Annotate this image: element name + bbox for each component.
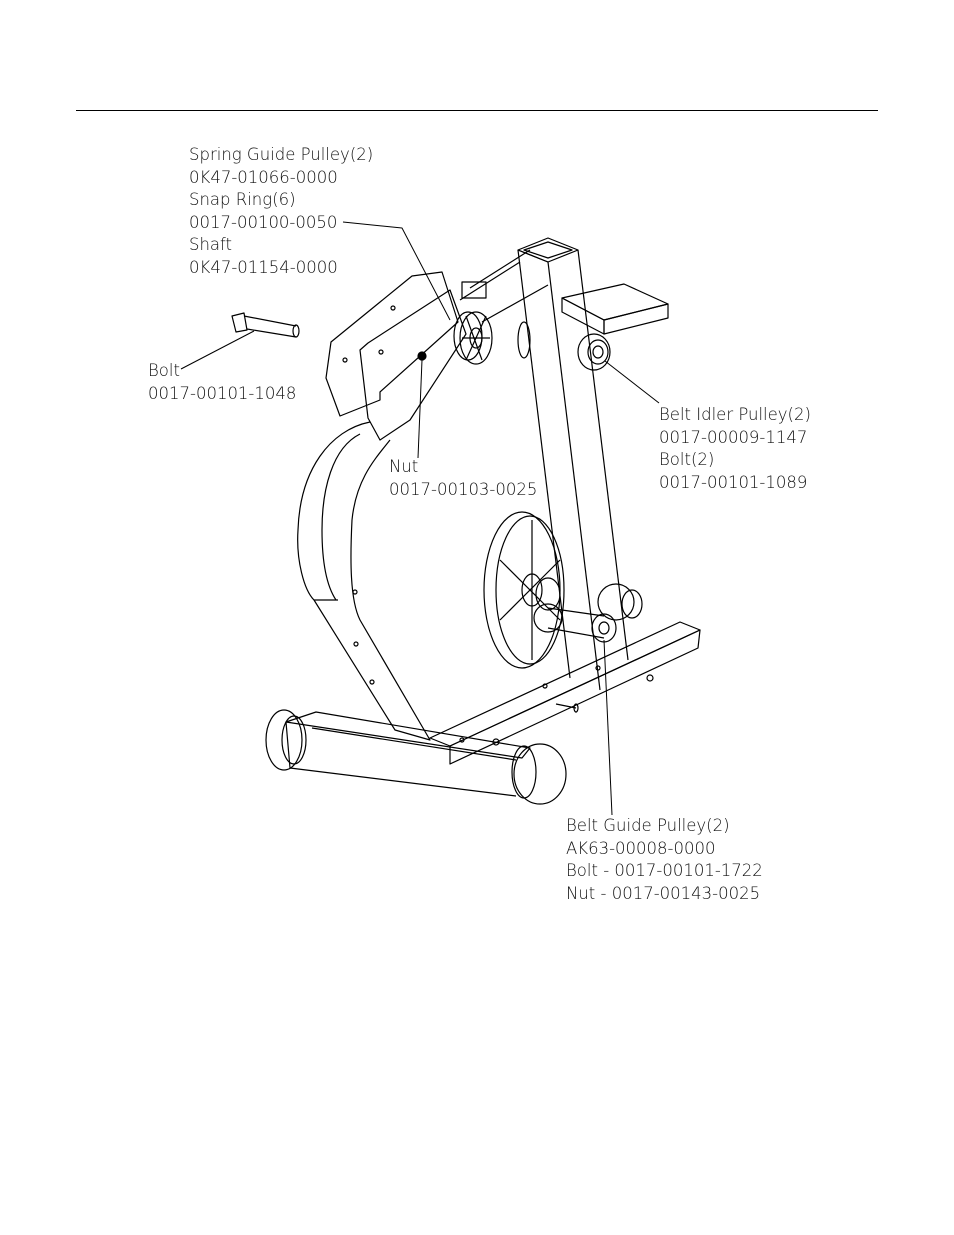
callout-belt-idler-pulley: Belt Idler Pulley(2) 0017-00009-1147 Bol…: [659, 404, 811, 494]
label-line: Belt Idler Pulley(2): [659, 405, 811, 424]
header-rule: [76, 110, 878, 111]
label-line: Snap Ring(6): [189, 190, 296, 209]
label-line: 0017-00100-0050: [189, 212, 338, 232]
label-line: Nut - 0017-00143-0025: [566, 883, 761, 903]
label-line: 0K47-01154-0000: [189, 257, 338, 277]
label-line: Belt Guide Pulley(2): [566, 816, 730, 835]
diagonal-tube: [460, 250, 548, 322]
mount-plates: [326, 272, 466, 440]
bolt-part: [232, 313, 299, 337]
label-line: Bolt(2): [659, 450, 715, 469]
label-line: AK63-00008-0000: [566, 838, 716, 858]
callout-belt-guide-pulley: Belt Guide Pulley(2) AK63-00008-0000 Bol…: [566, 815, 763, 905]
callout-bolt: Bolt 0017-00101-1048: [148, 360, 296, 405]
label-line: 0017-00101-1089: [659, 472, 808, 492]
curved-frame: [298, 422, 430, 740]
belt-idler-assembly: [518, 284, 668, 370]
base-rail: [430, 622, 700, 764]
label-line: 0017-00009-1147: [659, 427, 808, 447]
upright-column: [518, 238, 628, 690]
label-line: Nut: [389, 457, 419, 476]
label-line: 0K47-01066-0000: [189, 167, 338, 187]
leader-lines: [181, 222, 659, 815]
callout-spring-guide-pulley: Spring Guide Pulley(2) 0K47-01066-0000 S…: [189, 144, 373, 279]
front-stabilizer: [266, 710, 566, 804]
label-line: 0017-00103-0025: [389, 479, 538, 499]
belt-guide-assembly: [534, 578, 642, 642]
label-line: Bolt: [148, 361, 180, 380]
spring-guide-pulley: [454, 282, 492, 364]
label-line: Bolt - 0017-00101-1722: [566, 861, 763, 880]
label-line: 0017-00101-1048: [148, 383, 297, 403]
label-line: Shaft: [189, 235, 233, 254]
callout-nut: Nut 0017-00103-0025: [389, 456, 537, 501]
label-line: Spring Guide Pulley(2): [189, 145, 374, 164]
flywheel: [484, 512, 564, 668]
